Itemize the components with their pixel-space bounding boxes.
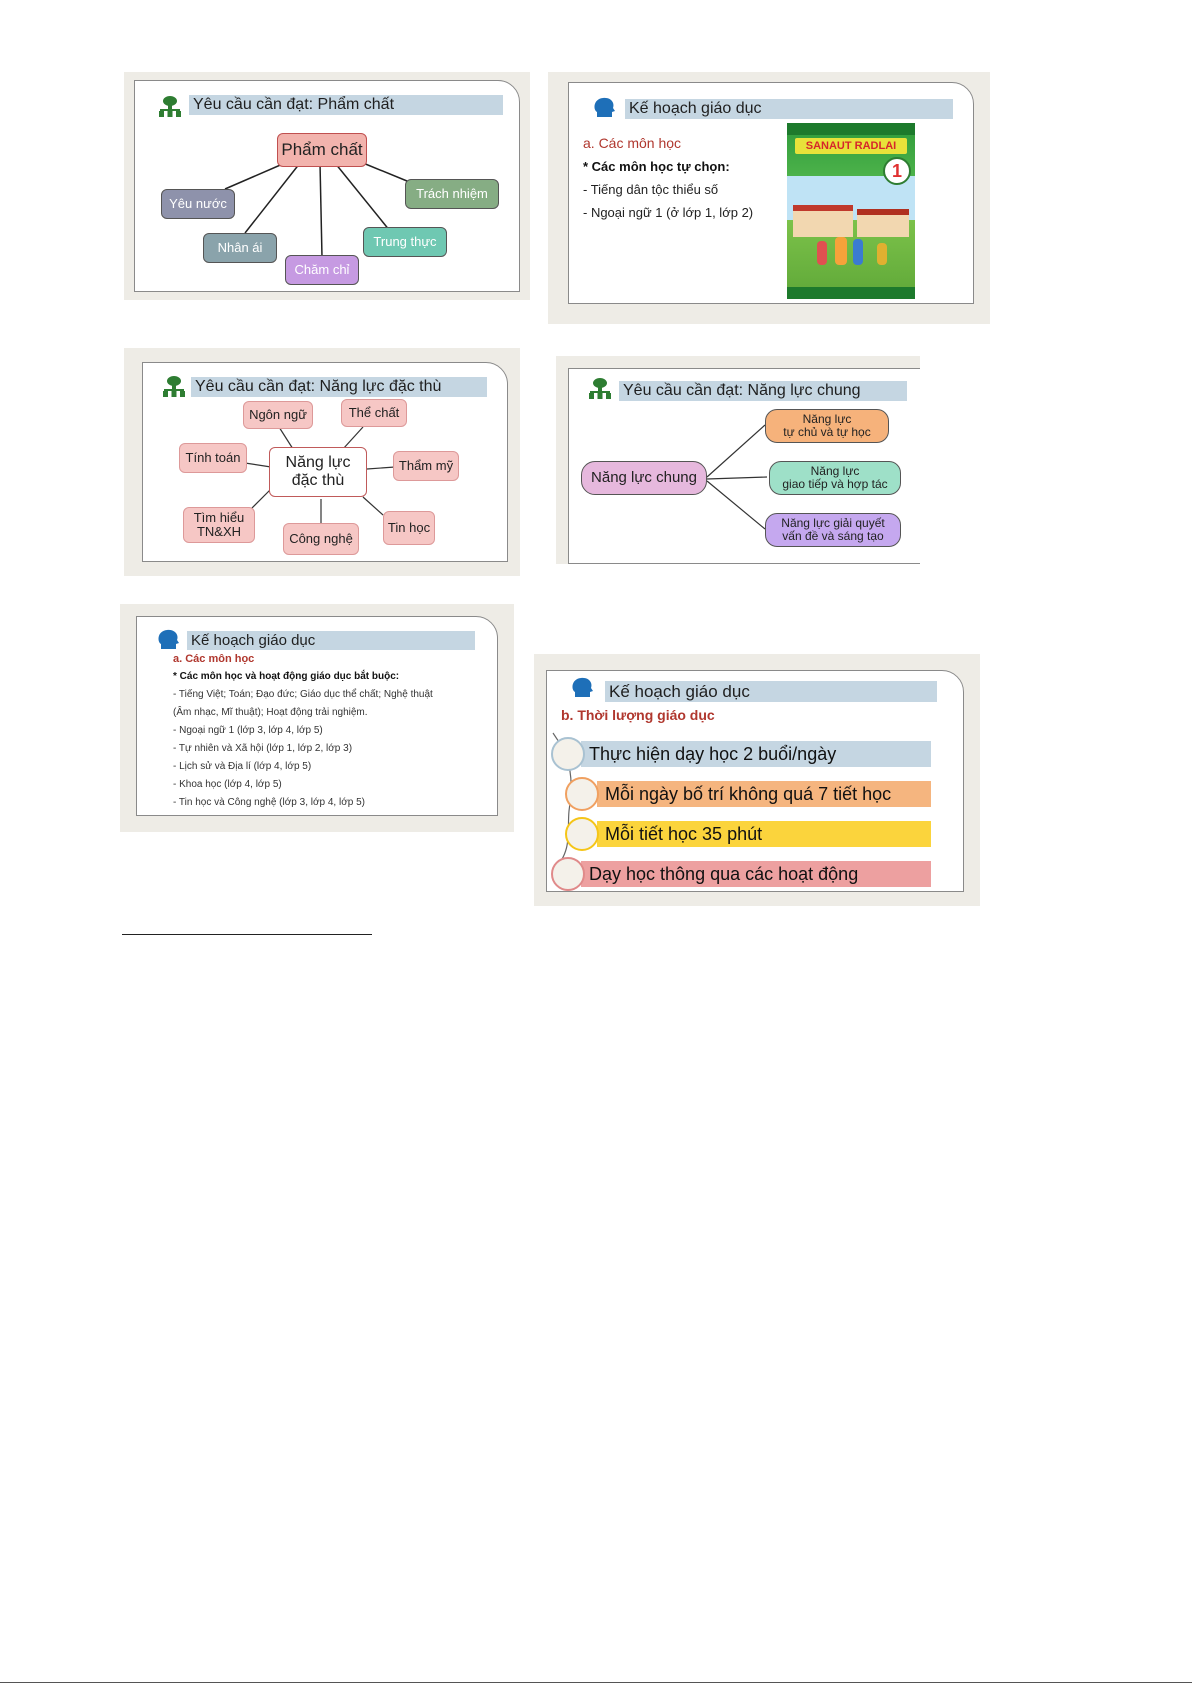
slide-frame: Yêu cầu cần đạt: Phẩm chất Phẩm chất Yêu… [134,80,520,292]
node-cong-nghe: Công nghệ [283,523,359,555]
book-title: SANAUT RADLAI [795,138,907,154]
section-subheading: * Các môn học tự chọn: [583,159,730,174]
node-nhan-ai: Nhân ái [203,233,277,263]
list-item: - Khoa học (lớp 4, lớp 5) [173,779,282,790]
step-band: Mỗi ngày bố trí không quá 7 tiết học [597,781,931,807]
head-icon [594,97,615,117]
section-subheading: * Các môn học và hoạt động giáo dục bắt … [173,671,400,682]
node-giai-quyet-van-de: Năng lực giải quyết vấn đề và sáng tạo [765,513,901,547]
node-nang-luc-dac-thu: Năng lực đặc thù [269,447,367,497]
connector-lines [224,162,408,258]
head-icon [572,677,593,697]
node-tim-hieu-tnxh: Tìm hiểu TN&XH [183,507,255,543]
slide-thoi-luong-giao-duc: Kế hoạch giáo dục b. Thời lượng giáo dục… [534,654,980,906]
list-item: - Tiếng dân tộc thiểu số [583,182,719,197]
list-item: (Âm nhạc, Mĩ thuật); Hoạt động trải nghi… [173,707,368,718]
node-pham-chat: Phẩm chất [277,133,367,167]
head-icon [158,629,179,649]
step-circle [551,857,585,891]
step-band: Thực hiện dạy học 2 buổi/ngày [581,741,931,767]
slide-pham-chat: Yêu cầu cần đạt: Phẩm chất Phẩm chất Yêu… [124,72,530,300]
list-item: - Ngoại ngữ 1 (ở lớp 1, lớp 2) [583,205,754,220]
slide-title: Yêu cầu cần đạt: Phẩm chất [189,95,503,115]
step-band: Dạy học thông qua các hoạt động [581,861,931,887]
node-tinh-toan: Tính toán [179,443,247,473]
hierarchy-icon [159,96,181,117]
slide-frame: Kế hoạch giáo dục a. Các môn học * Các m… [568,82,974,304]
node-ngon-ngu: Ngôn ngữ [243,401,313,429]
node-the-chat: Thể chất [341,399,407,427]
list-item: - Ngoại ngữ 1 (lớp 3, lớp 4, lớp 5) [173,725,323,736]
node-trung-thuc: Trung thực [363,227,447,257]
node-tham-my: Thẩm mỹ [393,451,459,481]
slide-mon-hoc-tu-chon: Kế hoạch giáo dục a. Các môn học * Các m… [548,72,990,324]
slide-frame: Yêu cầu cần đạt: Năng lực chung Năng lực… [568,368,920,564]
section-heading: a. Các môn học [583,135,682,151]
connector-lines [706,424,768,530]
node-tin-hoc: Tin học [383,511,435,545]
slide-title: Yêu cầu cần đạt: Năng lực chung [619,381,907,401]
node-tu-chu-tu-hoc: Năng lực tự chủ và tự học [765,409,889,443]
slide-title: Yêu cầu cần đạt: Năng lực đặc thù [191,377,487,397]
hierarchy-icon [163,376,185,397]
hierarchy-icon [589,378,611,399]
node-yeu-nuoc: Yêu nước [161,189,235,219]
footnote-separator [122,934,372,935]
slide-frame: Kế hoạch giáo dục b. Thời lượng giáo dục… [546,670,964,892]
step-circle [551,737,585,771]
node-nang-luc-chung: Năng lực chung [581,461,707,495]
page-bottom-rule [0,1682,1192,1683]
list-item: - Tiếng Việt; Toán; Đạo đức; Giáo dục th… [173,689,433,700]
slide-title: Kế hoạch giáo dục [187,631,475,650]
connector-lines [244,426,396,523]
book-number: 1 [883,157,911,185]
list-item: - Tự nhiên và Xã hội (lớp 1, lớp 2, lớp … [173,743,353,754]
slide-nang-luc-chung: Yêu cầu cần đạt: Năng lực chung Năng lực… [556,356,920,564]
slide-title: Kế hoạch giáo dục [605,681,937,702]
step-band: Mỗi tiết học 35 phút [597,821,931,847]
node-trach-nhiem: Trách nhiệm [405,179,499,209]
section-heading: a. Các môn học [173,653,255,665]
slide-nang-luc-dac-thu: Yêu cầu cần đạt: Năng lực đặc thù Năng l… [124,348,520,576]
node-cham-chi: Chăm chỉ [285,255,359,285]
book-cover-image: SANAUT RADLAI 1 [787,123,915,299]
slide-mon-hoc-bat-buoc: Kế hoạch giáo dục a. Các môn học * Các m… [120,604,514,832]
step-circle [565,817,599,851]
node-giao-tiep-hop-tac: Năng lực giao tiếp và hợp tác [769,461,901,495]
section-heading: b. Thời lượng giáo dục [561,707,715,723]
step-circle [565,777,599,811]
list-item: - Tin học và Công nghệ (lớp 3, lớp 4, lớ… [173,797,365,808]
slide-frame: Kế hoạch giáo dục a. Các môn học * Các m… [136,616,498,816]
list-item: - Lịch sử và Địa lí (lớp 4, lớp 5) [173,761,312,772]
slide-frame: Yêu cầu cần đạt: Năng lực đặc thù Năng l… [142,362,508,562]
slide-title: Kế hoạch giáo dục [625,99,953,119]
